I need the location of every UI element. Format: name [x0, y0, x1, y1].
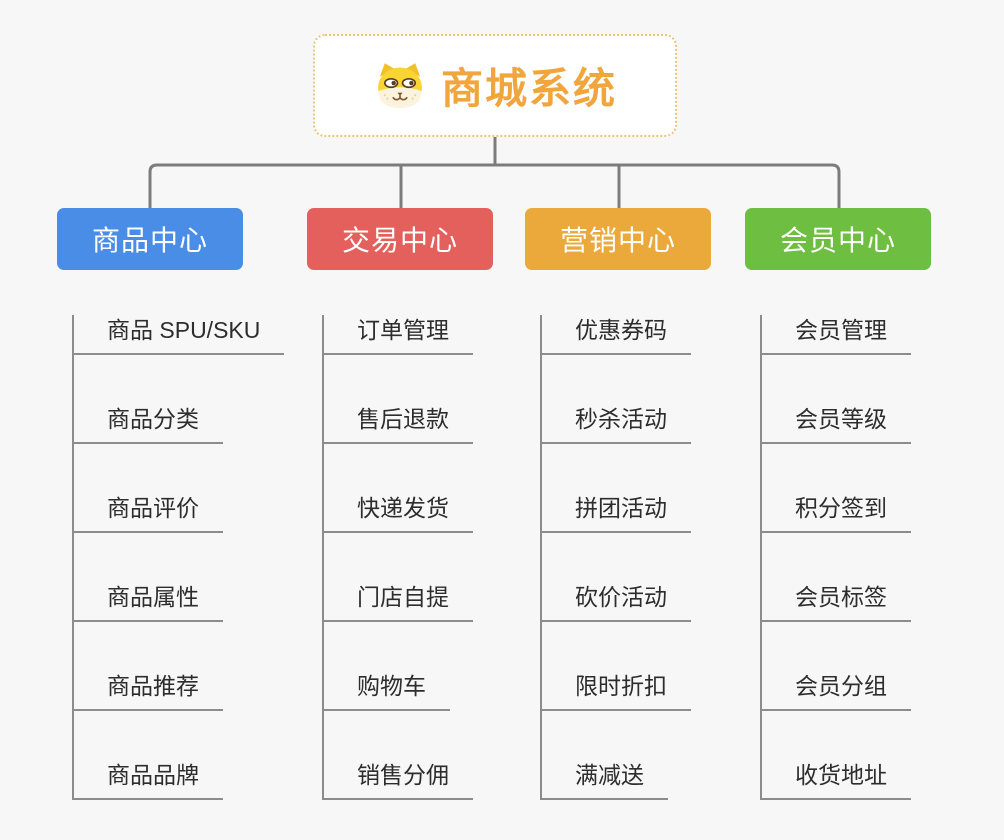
topic-item[interactable]: 会员标签 [762, 582, 911, 622]
dog-face-icon [378, 62, 422, 108]
topic-item[interactable]: 购物车 [324, 671, 450, 711]
branch-header-trade-center[interactable]: 交易中心 [307, 208, 493, 270]
topic-item[interactable]: 商品品牌 [74, 760, 223, 800]
topic-item[interactable]: 秒杀活动 [542, 404, 691, 444]
branch-header-member-center[interactable]: 会员中心 [745, 208, 931, 270]
topic-item[interactable]: 商品属性 [74, 582, 223, 622]
root-node[interactable]: 商城系统 [313, 34, 677, 137]
topic-item[interactable]: 优惠券码 [542, 315, 691, 355]
topic-item[interactable]: 拼团活动 [542, 493, 691, 533]
branch-trade-center: 交易中心 订单管理 售后退款 快递发货 门店自提 购物车 销售分佣 [307, 208, 567, 800]
topic-item[interactable]: 门店自提 [324, 582, 473, 622]
branch-header-marketing-center[interactable]: 营销中心 [525, 208, 711, 270]
topic-item[interactable]: 快递发货 [324, 493, 473, 533]
topic-item[interactable]: 商品评价 [74, 493, 223, 533]
topic-item[interactable]: 会员管理 [762, 315, 911, 355]
topic-item[interactable]: 限时折扣 [542, 671, 691, 711]
topic-item[interactable]: 售后退款 [324, 404, 473, 444]
root-title: 商城系统 [440, 65, 617, 112]
topic-item[interactable]: 会员分组 [762, 671, 911, 711]
topic-item[interactable]: 销售分佣 [324, 760, 473, 800]
topic-item[interactable]: 砍价活动 [542, 582, 691, 622]
topic-item[interactable]: 订单管理 [324, 315, 473, 355]
branch-header-product-center[interactable]: 商品中心 [57, 208, 243, 270]
branch-children-marketing-center: 优惠券码 秒杀活动 拼团活动 砍价活动 限时折扣 满减送 [540, 315, 785, 800]
topic-item[interactable]: 积分签到 [762, 493, 911, 533]
branch-member-center: 会员中心 会员管理 会员等级 积分签到 会员标签 会员分组 收货地址 [745, 208, 1004, 800]
branch-children-trade-center: 订单管理 售后退款 快递发货 门店自提 购物车 销售分佣 [322, 315, 567, 800]
branch-children-member-center: 会员管理 会员等级 积分签到 会员标签 会员分组 收货地址 [760, 315, 1004, 800]
topic-item[interactable]: 商品推荐 [74, 671, 223, 711]
branch-children-product-center: 商品 SPU/SKU 商品分类 商品评价 商品属性 商品推荐 商品品牌 [72, 315, 317, 800]
topic-item[interactable]: 会员等级 [762, 404, 911, 444]
topic-item[interactable]: 商品分类 [74, 404, 223, 444]
topic-item[interactable]: 收货地址 [762, 760, 911, 800]
topic-item[interactable]: 商品 SPU/SKU [74, 315, 285, 355]
bus-line [148, 163, 841, 208]
topic-item[interactable]: 满减送 [542, 760, 668, 800]
branch-marketing-center: 营销中心 优惠券码 秒杀活动 拼团活动 砍价活动 限时折扣 满减送 [525, 208, 785, 800]
branch-product-center: 商品中心 商品 SPU/SKU 商品分类 商品评价 商品属性 商品推荐 商品品牌 [57, 208, 317, 800]
